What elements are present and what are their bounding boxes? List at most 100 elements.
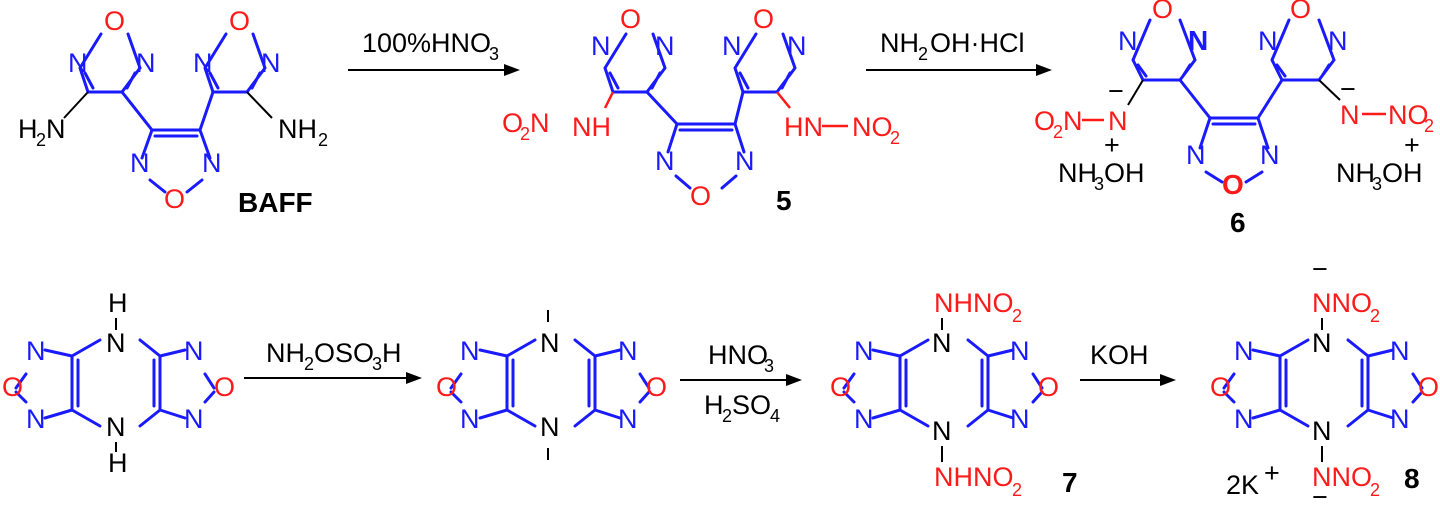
subscript-2: 2 (318, 130, 328, 150)
atom-n: N (1328, 26, 1348, 56)
reaction-arrow-2: NH 2 OH·HCl (866, 28, 1052, 76)
atom-n: N (1312, 328, 1332, 358)
atom-n: N (932, 416, 952, 446)
reaction-arrow-4: HNO 3 H 2 SO 4 (680, 340, 802, 426)
subscript-3: 3 (1094, 174, 1104, 194)
group-nhno2: NHNO (934, 288, 1014, 318)
label-compound-5: 5 (776, 185, 792, 216)
atom-nh: NH (1336, 158, 1375, 188)
atom-n: N (1234, 336, 1254, 366)
subscript-2: 2 (1053, 122, 1063, 142)
atom-n: N (1010, 336, 1030, 366)
atom-n: N (722, 31, 742, 61)
atom-n: N (106, 412, 126, 442)
atom-o: O (214, 372, 235, 402)
charge-minus: − (1312, 482, 1328, 506)
atom-o: O (646, 372, 667, 402)
charge-minus: − (1340, 74, 1356, 104)
reagent-nh: NH (880, 28, 919, 58)
atom-o: O (1152, 0, 1173, 24)
atom-n: N (202, 148, 222, 178)
charge-plus: + (1404, 130, 1420, 160)
atom-n: N (530, 108, 550, 138)
atom-n: N (184, 336, 204, 366)
reagent-ohhcl: OH·HCl (930, 28, 1025, 58)
atom-h: H (108, 448, 128, 478)
atom-o: O (1222, 169, 1244, 200)
label-baff: BAFF (238, 187, 313, 218)
atom-oh: OH (1382, 158, 1423, 188)
atom-n: N (193, 48, 213, 78)
atom-o: O (1290, 0, 1311, 24)
atom-n: N (854, 336, 874, 366)
reagent-subscript: 2 (722, 406, 732, 426)
atom-o: O (104, 6, 125, 36)
reagent-hno3: HNO (708, 340, 768, 370)
reagent-subscript: 3 (372, 354, 382, 374)
subscript-2: 2 (1370, 306, 1380, 326)
subscript-2: 2 (1012, 480, 1022, 500)
atom-n: N (655, 31, 675, 61)
group-nhno2: NHNO (934, 462, 1014, 492)
label-compound-7: 7 (1062, 467, 1078, 498)
reagent-nh: NH (266, 338, 305, 368)
atom-n: N (46, 114, 66, 144)
compound-8: N N − NNO 2 NNO 2 − N N O N N O 2K + 8 (1210, 254, 1439, 506)
atom-o: O (229, 6, 250, 36)
atom-o: O (1034, 106, 1055, 136)
atom-n: N (854, 404, 874, 434)
subscript-2: 2 (890, 128, 900, 148)
atom-n: N (1108, 106, 1128, 136)
atom-o: O (436, 372, 457, 402)
compound-dihydropyrazine: N N H H N N O N N O (2, 288, 235, 478)
atom-n: N (787, 31, 807, 61)
atom-n: N (1340, 100, 1360, 130)
atom-n: N (184, 404, 204, 434)
atom-o: O (830, 372, 851, 402)
atom-n: N (130, 148, 150, 178)
label-compound-6: 6 (1230, 207, 1246, 238)
atom-n: N (1258, 26, 1278, 56)
atom-nh: NH (572, 112, 611, 142)
atom-oh: OH (1104, 158, 1145, 188)
atom-n: N (106, 328, 126, 358)
atom-nh: NH (278, 114, 317, 144)
reagent-hno3: 100%HNO (362, 28, 491, 58)
reaction-arrow-1: 100%HNO 3 (348, 28, 520, 76)
subscript-2: 2 (1424, 116, 1434, 136)
reagent-subscript: 3 (489, 44, 499, 64)
atom-n: N (68, 48, 88, 78)
atom-n: N (136, 48, 156, 78)
atom-n: N (1186, 140, 1206, 170)
reagent-oso: OSO (314, 338, 374, 368)
atom-n: N (1390, 404, 1410, 434)
atom-o: O (690, 181, 711, 211)
group-nno2: NNO (1312, 462, 1372, 492)
group-nno2: NNO (1312, 288, 1372, 318)
reaction-arrow-5: KOH (1080, 340, 1176, 386)
subscript-2: 2 (1012, 306, 1022, 326)
atom-n: N (540, 412, 560, 442)
charge-plus: + (1104, 130, 1120, 160)
atom-no: NO (852, 112, 893, 142)
reagent-subscript: 4 (770, 406, 780, 426)
reagent-subscript: 2 (918, 44, 928, 64)
atom-h: H (18, 114, 38, 144)
compound-7: N N NHNO 2 NHNO 2 N N O N N O 7 (830, 288, 1078, 500)
label-compound-8: 8 (1404, 463, 1420, 494)
atom-o: O (753, 4, 774, 34)
atom-n: N (1390, 336, 1410, 366)
atom-n: N (26, 404, 46, 434)
atom-n: N (26, 336, 46, 366)
atom-n: N (460, 404, 480, 434)
atom-o: O (1418, 372, 1439, 402)
atom-no: NO (1388, 100, 1429, 130)
atom-h: H (108, 288, 128, 318)
compound-baff: N O N N O N N N O H 2 N NH 2 BAFF (18, 6, 328, 218)
atom-n: N (735, 146, 755, 176)
counterion-k: 2K (1226, 470, 1259, 500)
charge-plus: + (1264, 458, 1280, 488)
reagent-so: SO (732, 390, 771, 420)
subscript-2: 2 (1370, 480, 1380, 500)
